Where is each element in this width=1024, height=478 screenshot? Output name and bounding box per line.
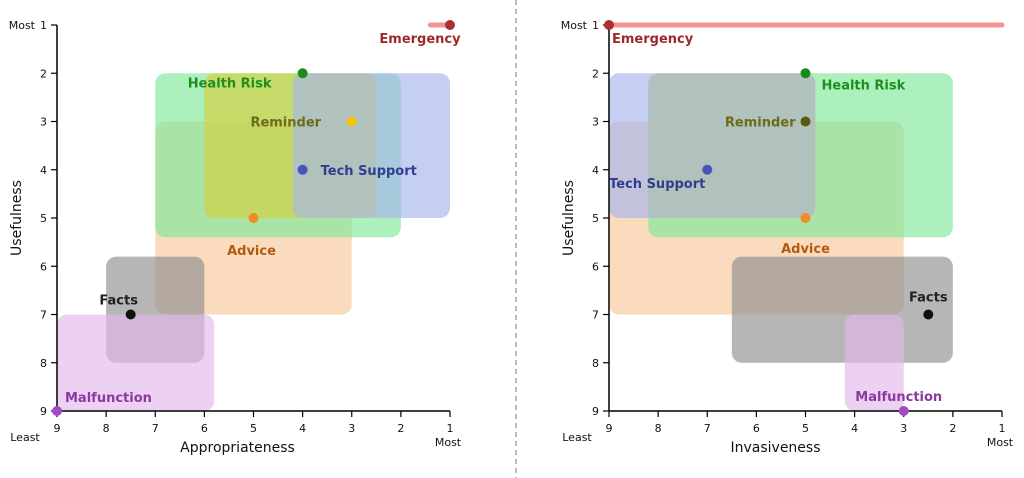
chart2-x-tick-label: 1 [999,422,1006,435]
chart1-label-tech-support: Tech Support [321,164,417,179]
chart2-x-right-label: Most [987,436,1014,449]
chart1-y-tick-label: 7 [40,309,47,322]
chart1-point-advice [248,213,259,223]
chart2-x-tick-label: 8 [655,422,662,435]
chart1-point-tech-support [297,164,308,175]
chart1-point-malfunction [52,406,62,416]
chart1-y-tick-label: 1 [40,19,47,32]
chart1-y-axis-title: Usefulness [9,180,25,256]
chart2-x-tick-label: 2 [949,422,956,435]
chart1-x-tick-label: 5 [250,422,257,435]
chart2-label-reminder: Reminder [725,116,796,131]
chart2-y-tick-label: 1 [592,19,599,32]
chart1-y-tick-label: 5 [40,212,47,225]
chart1-x-tick-label: 2 [397,422,404,435]
chart2-label-tech-support: Tech Support [609,177,705,192]
chart2-y-tick-label: 4 [592,164,599,177]
chart2-y-tick-label: 9 [592,405,599,418]
chart2-point-health-risk [800,68,811,79]
chart1-point-facts [125,309,136,320]
chart1-x-axis-title: Appropriateness [180,440,295,456]
chart2-point-tech-support [702,164,713,175]
chart1-y-tick-label: 2 [40,67,47,80]
chart1-x-tick-label: 4 [299,422,306,435]
chart2-label-advice: Advice [781,242,830,257]
chart2-label-emergency: Emergency [612,32,694,47]
chart1-label-facts: Facts [99,294,138,309]
chart1-x-tick-label: 9 [54,422,61,435]
chart1-label-health-risk: Health Risk [188,76,272,91]
chart2-x-tick-label: 9 [606,422,613,435]
chart1-range-malfunction [57,314,215,411]
chart2-point-emergency [604,20,614,30]
chart2-point-reminder [800,116,811,127]
chart1-x-left-label: Least [10,431,40,444]
chart2-y-tick-label: 8 [592,357,599,370]
chart2-range-facts [731,256,953,363]
chart1-x-tick-label: 3 [348,422,355,435]
chart1-y-tick-label: 9 [40,405,47,418]
chart1-point-reminder [346,116,357,127]
chart2-y-top-label: Most [561,19,588,32]
chart2-x-tick-label: 4 [851,422,858,435]
chart2-y-tick-label: 6 [592,260,599,273]
chart2-y-tick-label: 7 [592,309,599,322]
chart2-y-tick-label: 2 [592,67,599,80]
chart2-y-tick-label: 3 [592,116,599,129]
chart1-range-tech-support [292,73,450,218]
chart2-x-axis-title: Invasiveness [730,440,820,456]
chart1-label-malfunction: Malfunction [65,391,152,406]
chart1-x-tick-label: 1 [447,422,454,435]
chart1-y-top-label: Most [9,19,36,32]
chart2-x-tick-label: 3 [900,422,907,435]
chart1-y-tick-label: 3 [40,116,47,129]
chart2-x-tick-label: 6 [753,422,760,435]
chart1-x-tick-label: 7 [152,422,159,435]
chart2-label-malfunction: Malfunction [855,390,942,405]
chart1-y-tick-label: 6 [40,260,47,273]
chart1-x-tick-label: 8 [103,422,110,435]
chart2-point-facts [923,309,934,320]
chart1-point-health-risk [297,68,308,79]
chart2-point-malfunction [898,406,909,416]
chart1-x-right-label: Most [435,436,462,449]
chart1-label-advice: Advice [227,244,276,259]
chart1-label-reminder: Reminder [250,116,321,131]
chart2-y-tick-label: 5 [592,212,599,225]
chart2-label-health-risk: Health Risk [822,78,906,93]
chart2-x-tick-label: 5 [802,422,809,435]
chart1-label-emergency: Emergency [379,32,461,47]
chart2-range-tech-support [609,73,816,218]
chart2-y-axis-title: Usefulness [561,180,577,256]
chart2-point-advice [800,213,811,223]
chart2-range-malfunction [844,314,904,411]
chart1-y-tick-label: 8 [40,357,47,370]
chart1-x-tick-label: 6 [201,422,208,435]
chart2-x-tick-label: 7 [704,422,711,435]
chart1-y-tick-label: 4 [40,164,47,177]
chart2-x-left-label: Least [562,431,592,444]
chart2-label-facts: Facts [909,291,948,306]
chart1-point-emergency [445,20,455,30]
